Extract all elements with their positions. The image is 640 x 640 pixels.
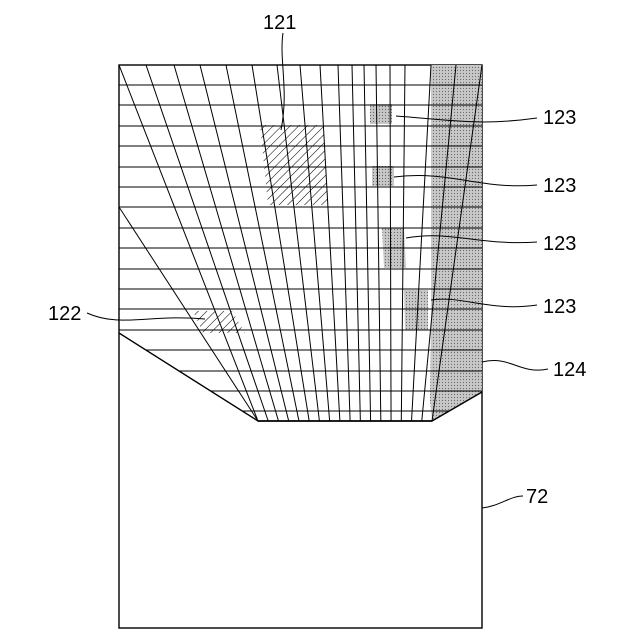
grid-ray-line bbox=[119, 207, 258, 421]
grid-ray-line bbox=[200, 65, 289, 421]
label-72: 72 bbox=[526, 486, 548, 508]
label-123-c: 123 bbox=[543, 233, 576, 255]
dotted-cell-123-a bbox=[370, 104, 392, 124]
leader-122 bbox=[87, 313, 205, 320]
leader-124 bbox=[482, 360, 548, 370]
grid-ray-line bbox=[338, 65, 350, 421]
grid-ray-line bbox=[146, 65, 268, 421]
fan-outline bbox=[119, 333, 482, 421]
label-124: 124 bbox=[553, 359, 586, 381]
grid-ray-line bbox=[320, 65, 340, 421]
hatched-region-121 bbox=[260, 125, 328, 205]
label-122: 122 bbox=[48, 303, 81, 325]
grid-ray-line bbox=[352, 65, 360, 421]
leader-72 bbox=[482, 496, 523, 508]
label-121: 121 bbox=[263, 12, 296, 34]
dotted-cell-123-d bbox=[404, 290, 428, 330]
grid-ray-line bbox=[364, 65, 371, 421]
label-123-b: 123 bbox=[543, 175, 576, 197]
grid-ray-line bbox=[252, 65, 309, 421]
label-123-a: 123 bbox=[543, 107, 576, 129]
label-123-d: 123 bbox=[543, 296, 576, 318]
grid-ray-line bbox=[300, 65, 330, 421]
